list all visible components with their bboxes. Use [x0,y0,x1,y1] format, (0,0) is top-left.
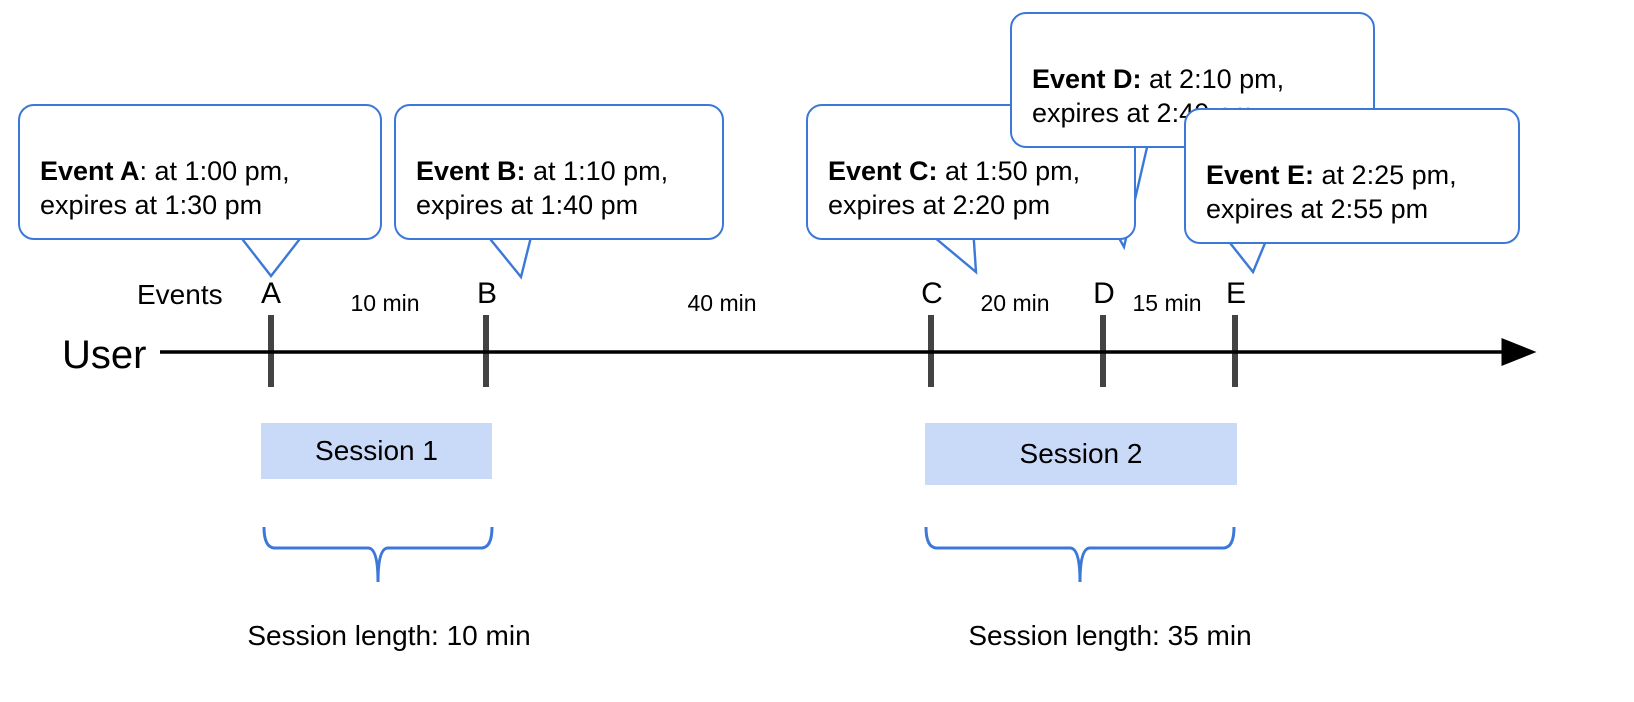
session-bar-2-label: Session 2 [1019,438,1143,469]
event-tick-c [928,315,934,387]
event-tick-a [268,315,274,387]
event-letter-c: C [921,277,943,310]
callout-event-c-title: Event C: [828,156,938,187]
event-letter-a: A [260,277,282,310]
callout-event-d-title: Event D: [1032,64,1142,95]
callout-event-e: Event E: at 2:25 pm, expires at 2:55 pm [1184,108,1520,245]
session-bar-1-label: Session 1 [315,435,438,466]
event-letter-d: D [1093,277,1115,310]
event-tick-b [483,315,489,387]
callout-event-a-title: Event A [40,156,140,187]
callout-event-e-title: Event E: [1206,160,1315,191]
callout-event-b: Event B: at 1:10 pm, expires at 1:40 pm [394,104,724,241]
callout-event-b-title: Event B: [416,156,526,187]
session-2-length-caption: Session length: 35 min [968,620,1252,651]
gap-label-d-e: 15 min [1132,290,1202,316]
session-bar-1: Session 1 [261,423,492,479]
callout-event-a-body: : at 1:00 pm, expires at 1:30 pm [40,156,290,221]
session-1-brace [262,526,494,583]
event-tick-d [1100,315,1106,387]
session-2-brace [924,526,1236,583]
event-tick-e [1232,315,1238,387]
event-letter-b: B [476,277,498,310]
callout-event-a: Event A: at 1:00 pm, expires at 1:30 pm [18,104,382,241]
axis-row-label-user: User [62,333,147,377]
gap-label-c-d: 20 min [980,290,1050,316]
gap-label-a-b: 10 min [350,290,420,316]
events-row-label: Events [137,279,223,310]
event-letter-e: E [1225,277,1247,310]
gap-label-b-c: 40 min [687,290,757,316]
session-1-length-caption: Session length: 10 min [247,620,531,651]
session-bar-2: Session 2 [925,423,1237,485]
